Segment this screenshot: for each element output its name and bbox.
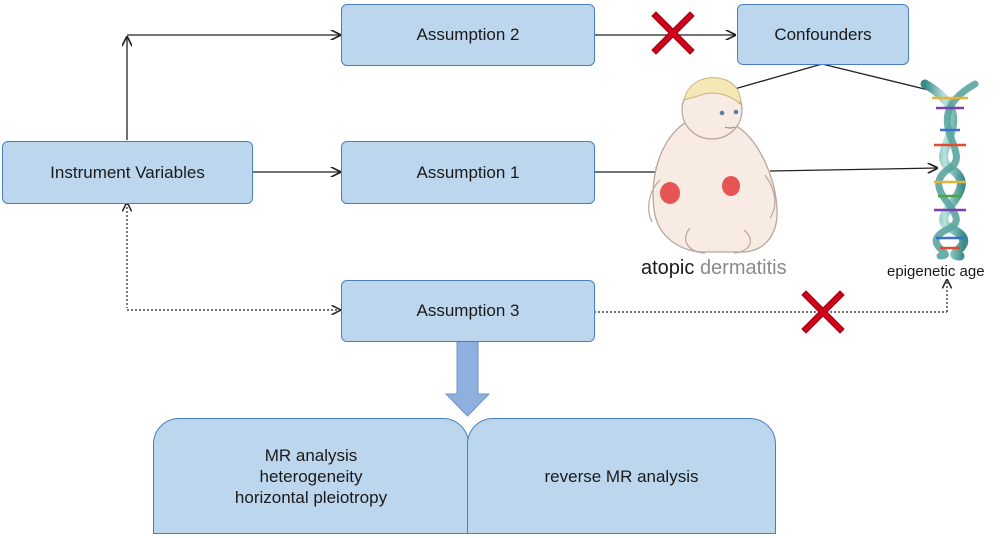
results-left-box: MR analysis heterogeneity horizontal ple… (153, 418, 469, 534)
confounders-to-outcome-line (821, 63, 946, 95)
exposure-label: atopic dermatitis (641, 257, 787, 280)
results-right-box: reverse MR analysis (467, 418, 776, 534)
outcome-label: epigenetic age (887, 263, 985, 280)
assumption-1-box: Assumption 1 (341, 141, 595, 204)
exposure-to-outcome-arrow (769, 168, 937, 171)
exposure-word-2: dermatitis (699, 257, 787, 279)
cross-icon (801, 290, 845, 334)
assumption-2-label: Assumption 2 (416, 25, 520, 44)
confounders-to-exposure-line (723, 63, 823, 93)
assumption-3-label: Assumption 3 (416, 301, 520, 320)
instrument-variables-label: Instrument Variables (50, 162, 205, 182)
confounders-box: Confounders (737, 4, 909, 65)
confounders-label: Confounders (774, 24, 872, 44)
instrument-variables-box: Instrument Variables (2, 141, 253, 204)
result-line: horizontal pleiotropy (234, 487, 388, 507)
assumption-1-label: Assumption 1 (416, 162, 520, 182)
down-arrow-icon (444, 339, 491, 417)
baby-illustration (648, 77, 778, 254)
result-line: heterogeneity (259, 466, 363, 486)
cross-icon (651, 11, 695, 55)
assumption-3-box: Assumption 3 (341, 280, 595, 342)
reverse-mr-label: reverse MR analysis (544, 466, 699, 486)
exposure-word-1: atopic (641, 257, 695, 279)
assumption-2-box: Assumption 2 (341, 4, 595, 66)
dna-helix-icon (920, 79, 979, 261)
result-line: MR analysis (264, 445, 358, 465)
